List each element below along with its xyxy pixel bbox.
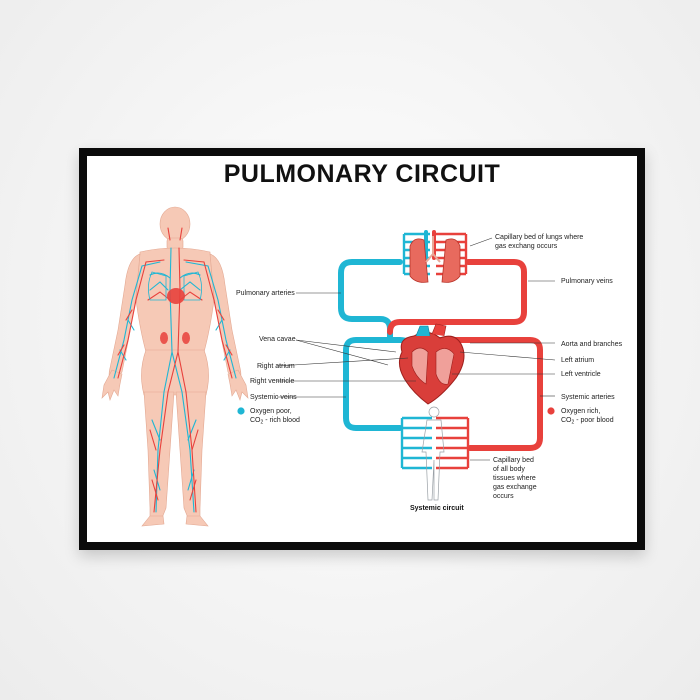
label-pulmonary-veins: Pulmonary veins [561, 278, 613, 285]
label-capillary-body-line4: gas exchange [493, 484, 537, 491]
label-capillary-lungs-line1: Capillary bed of lungs where [495, 234, 583, 241]
label-systemic-circuit: Systemic circuit [410, 505, 464, 512]
label-systemic-veins: Systemic veins [250, 394, 297, 401]
legend-poor-line1: Oxygen poor, [250, 408, 292, 415]
label-pulmonary-arteries: Pulmonary arteries [236, 290, 295, 297]
label-capillary-body-line2: of all body [493, 466, 525, 473]
lung-capillary-bed [402, 232, 468, 283]
legend-oxygen-poor: Oxygen poor, CO2 - rich blood [237, 407, 300, 426]
label-left-atrium: Left atrium [561, 357, 594, 364]
legend-rich-line2: CO2 - poor blood [561, 417, 614, 426]
label-left-ventricle: Left ventricle [561, 371, 601, 378]
label-vena-cavae: Vena cavae [259, 336, 296, 343]
legend-poor-line2: CO2 - rich blood [250, 417, 300, 426]
label-capillary-lungs-line2: gas exchang occurs [495, 243, 558, 250]
legend-rich-line1: Oxygen rich, [561, 408, 600, 415]
poster-title: PULMONARY CIRCUIT [223, 160, 501, 188]
legend-oxygen-rich: Oxygen rich, CO2 - poor blood [547, 407, 614, 426]
label-aorta-branches: Aorta and branches [561, 341, 623, 348]
human-body-figure [101, 206, 249, 527]
label-right-ventricle: Right ventricle [250, 378, 294, 385]
heart-illustration [398, 323, 465, 405]
label-right-atrium: Right atrium [257, 363, 295, 370]
label-leader-lines [276, 237, 556, 461]
label-capillary-body-line1: Capillary bed [493, 457, 534, 464]
body-capillary-bed [400, 406, 470, 501]
left-labels: Pulmonary arteries Vena cavae Right atri… [236, 290, 297, 401]
label-capillary-body-line5: occurs [493, 493, 514, 500]
label-systemic-arteries: Systemic arteries [561, 394, 615, 401]
legend-dot-blue [237, 407, 245, 415]
right-labels: Capillary bed of lungs where gas exchang… [410, 234, 623, 512]
legend-dot-red [547, 407, 555, 415]
label-capillary-body-line3: tissues where [493, 475, 536, 482]
